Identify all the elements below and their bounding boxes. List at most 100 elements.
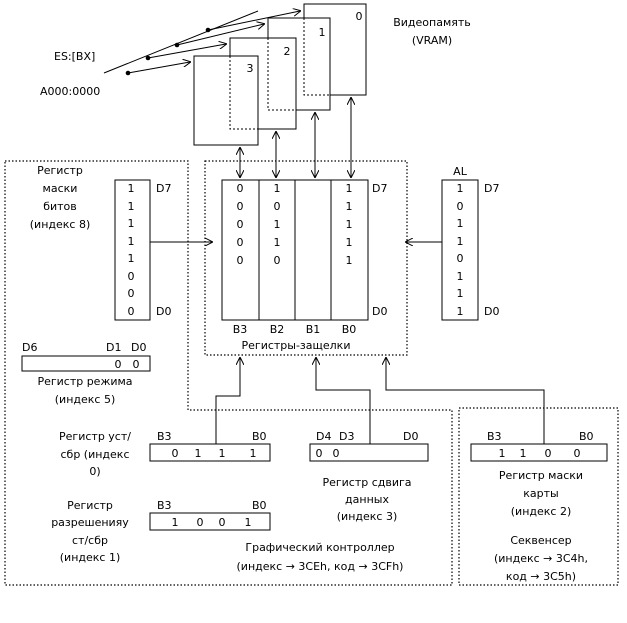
enable-label-line: (индекс 1): [60, 551, 120, 564]
al-bit: 1: [457, 182, 464, 195]
mode-hdr-d1: D1: [106, 341, 121, 354]
rotate-hdr-d0: D0: [403, 430, 418, 443]
al-bit: 1: [457, 270, 464, 283]
address-lines: [103, 11, 300, 74]
enable-bit: 1: [172, 516, 179, 529]
mode-hdr-d0: D0: [131, 341, 146, 354]
mode-label-line: Регистр режима: [37, 375, 132, 388]
enable-label-line: ст/сбр: [72, 534, 108, 547]
bitmask-label-line: битов: [43, 200, 77, 213]
latch-bit: 1: [346, 218, 353, 231]
setreset-hdr-b0: B0: [252, 430, 267, 443]
setreset-bit: 1: [195, 447, 202, 460]
al-label: AL: [453, 165, 468, 178]
latch-bit: 0: [237, 254, 244, 267]
mapmask-bit: 1: [499, 447, 506, 460]
latch-column-b2: 1 0 1 1 0: [274, 182, 281, 267]
latch-col-label-b2: B2: [270, 323, 285, 336]
bitmask-label-line: маски: [43, 182, 78, 195]
mapmask-bit: 0: [545, 447, 552, 460]
bitmask-bit: 0: [128, 270, 135, 283]
latch-bit: 0: [237, 218, 244, 231]
al-register: [441, 179, 479, 321]
enable-bit: 0: [197, 516, 204, 529]
vram-plane-label-2: 2: [284, 45, 291, 58]
bitmask-bit: 0: [128, 287, 135, 300]
latch-column-b0: 1 1 1 1 1: [346, 182, 353, 267]
al-d7-label: D7: [484, 182, 499, 195]
bitmask-register: [114, 179, 151, 321]
bitmask-bit: 1: [128, 200, 135, 213]
latch-bit: 1: [346, 236, 353, 249]
mapmask-label-line: Регистр маски: [499, 469, 583, 482]
graphics-controller-boundary: [4, 160, 453, 586]
control-arrows: [215, 358, 545, 444]
al-bit: 1: [457, 217, 464, 230]
vram-title: Видеопамять: [393, 16, 471, 29]
setreset-hdr-b3: B3: [157, 430, 172, 443]
enable-label-line: Регистр: [67, 499, 113, 512]
al-bit: 0: [457, 200, 464, 213]
mode-hdr-d6: D6: [22, 341, 37, 354]
latch-bit: 0: [237, 200, 244, 213]
rotate-label-line: Регистр сдвига: [322, 476, 411, 489]
rotate-bit: 0: [316, 447, 323, 460]
mode-bit: 0: [133, 358, 140, 371]
latch-bit: 1: [346, 182, 353, 195]
enable-label-line: разрешенияу: [51, 516, 129, 529]
mapmask-hdr-b3: B3: [487, 430, 502, 443]
latch-col-label-b3: B3: [233, 323, 248, 336]
address-label: A000:0000: [40, 85, 100, 98]
mapmask-hdr-b0: B0: [579, 430, 594, 443]
bitmask-label-line: (индекс 8): [30, 218, 90, 231]
vram-plane-label-1: 1: [319, 26, 326, 39]
enable-register: [149, 512, 271, 531]
latch-col-label-b0: B0: [342, 323, 357, 336]
setreset-label-line: Регистр уст/: [59, 430, 131, 443]
latch-group-boundary: [204, 160, 408, 356]
setreset-bit: 1: [219, 447, 226, 460]
bitmask-bit: 1: [128, 252, 135, 265]
bitmask-d0-label: D0: [156, 305, 171, 318]
mapmask-bit: 0: [574, 447, 581, 460]
latch-bit: 1: [274, 218, 281, 231]
mapmask-register: [470, 443, 608, 462]
al-bit: 0: [457, 252, 464, 265]
mode-bit: 0: [115, 358, 122, 371]
enable-bit: 1: [245, 516, 252, 529]
latch-column-b3: 0 0 0 0 0: [237, 182, 244, 267]
rotate-hdr-d4: D4: [316, 430, 331, 443]
latch-d0-label: D0: [372, 305, 387, 318]
latch-d7-label: D7: [372, 182, 387, 195]
al-d0-label: D0: [484, 305, 499, 318]
al-bit: 1: [457, 235, 464, 248]
rotate-label-line: данных: [345, 493, 389, 506]
latch-col-label-b1: B1: [306, 323, 321, 336]
setreset-bit: 0: [172, 447, 179, 460]
sequencer-label-line: Секвенсер: [510, 534, 571, 547]
enable-bit: 0: [219, 516, 226, 529]
bitmask-bit: 1: [128, 235, 135, 248]
latch-bit: 0: [274, 200, 281, 213]
sequencer-label-line: код → 3C5h): [506, 570, 576, 583]
graphics-ports: (индекс → 3CEh, код → 3CFh): [237, 560, 404, 573]
vram-plane-3: [193, 55, 259, 146]
rotate-register: [309, 443, 429, 462]
latch-bit: 0: [237, 182, 244, 195]
graphics-title: Графический контроллер: [245, 541, 394, 554]
latch-bit: 0: [274, 254, 281, 267]
al-bit: 1: [457, 305, 464, 318]
bitmask-d7-label: D7: [156, 182, 171, 195]
vram-plane-label-0: 0: [356, 10, 363, 23]
bitmask-bit: 1: [128, 217, 135, 230]
pointer-label: ES:[BX]: [54, 50, 95, 63]
latch-bit: 1: [274, 236, 281, 249]
mapmask-label-line: (индекс 2): [511, 505, 571, 518]
latch-bit: 1: [346, 254, 353, 267]
vram-subtitle: (VRAM): [412, 34, 452, 47]
latch-caption: Регистры-защелки: [242, 339, 351, 352]
setreset-bit: 1: [250, 447, 257, 460]
enable-hdr-b3: B3: [157, 499, 172, 512]
mode-label-line: (индекс 5): [55, 393, 115, 406]
